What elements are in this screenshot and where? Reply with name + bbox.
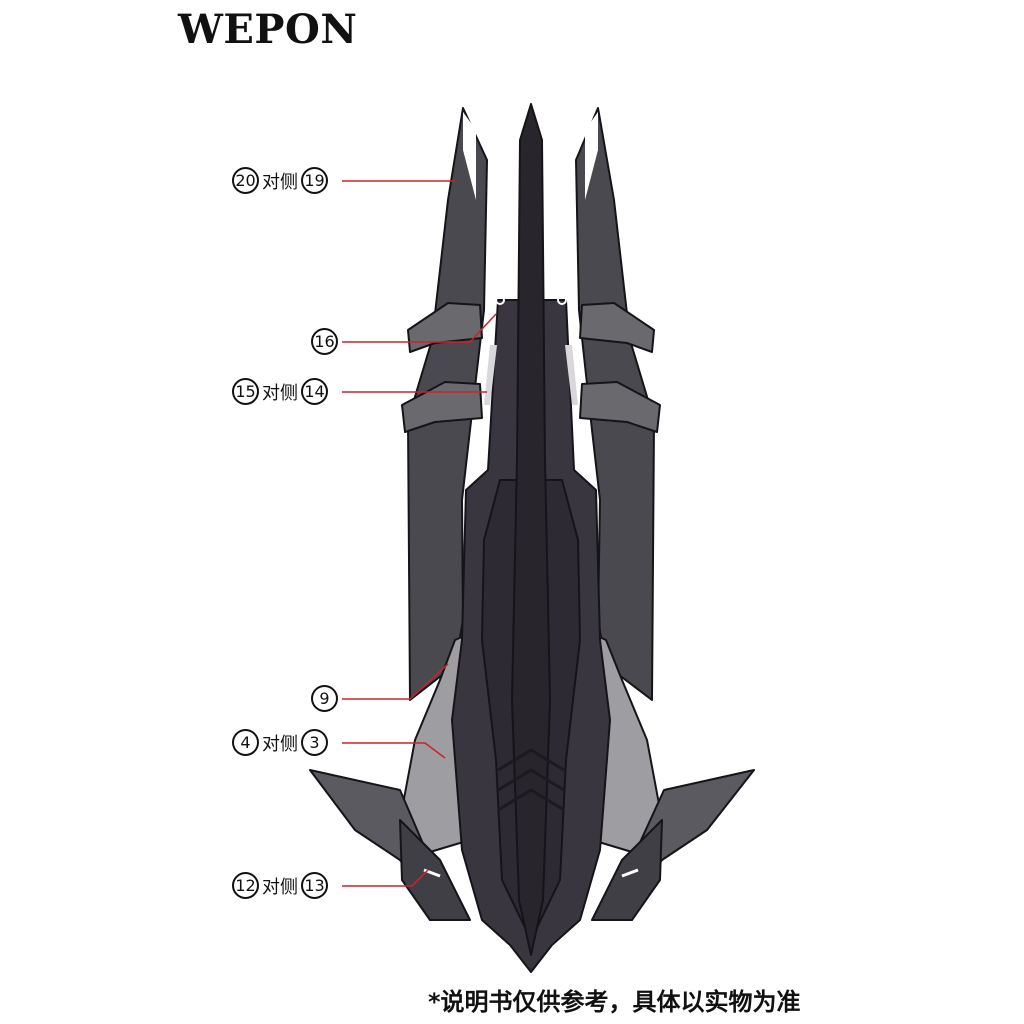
- page-title: WEPON: [178, 6, 358, 53]
- part-number-a: 9: [311, 685, 338, 712]
- part-number-b: 14: [301, 378, 328, 405]
- part-number-a: 4: [232, 729, 259, 756]
- part-number-b: 13: [301, 872, 328, 899]
- callout-16: 16: [311, 328, 338, 355]
- part-number-a: 16: [311, 328, 338, 355]
- part-number-a: 15: [232, 378, 259, 405]
- opposite-side-label: 对侧: [262, 382, 298, 404]
- callout-9: 9: [311, 685, 338, 712]
- opposite-side-label: 对侧: [262, 733, 298, 755]
- part-number-b: 3: [301, 729, 328, 756]
- opposite-side-label: 对侧: [262, 171, 298, 193]
- left-fin-upper: [407, 302, 483, 353]
- central-spine: [511, 103, 551, 956]
- leader-lines: [342, 180, 497, 887]
- left-fin-lower: [401, 381, 483, 433]
- right-tail: [591, 819, 663, 921]
- opposite-side-label: 对侧: [262, 876, 298, 898]
- part-number-a: 20: [232, 167, 259, 194]
- part-number-b: 19: [301, 167, 328, 194]
- disclaimer-note: *说明书仅供参考，具体以实物为准: [428, 988, 801, 1016]
- left-tail: [399, 819, 471, 921]
- part-number-a: 12: [232, 872, 259, 899]
- right-fin-lower: [579, 381, 661, 433]
- callout-20-19: 20 对侧 19: [232, 167, 328, 194]
- callout-4-3: 4 对侧 3: [232, 729, 328, 756]
- callout-15-14: 15 对侧 14: [232, 378, 328, 405]
- callout-12-13: 12 对侧 13: [232, 872, 328, 899]
- right-fin-upper: [579, 302, 655, 353]
